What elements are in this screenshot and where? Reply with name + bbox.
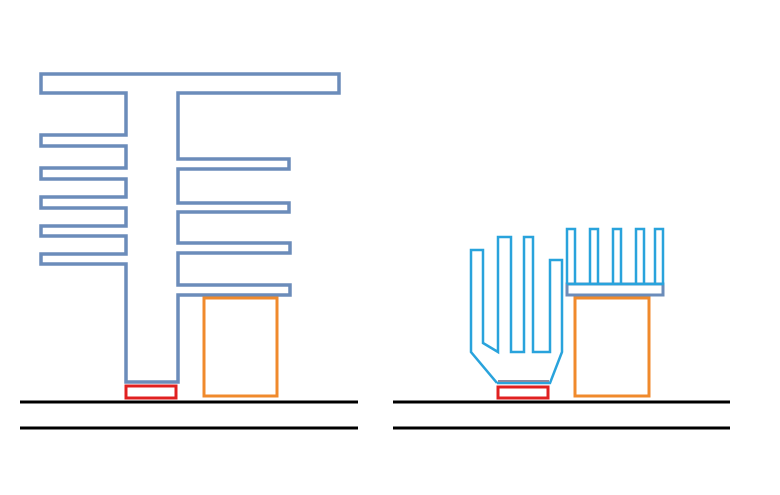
right-fin-heatsink-base: [565, 282, 665, 297]
left-component-box: [202, 296, 279, 398]
left-chip: [124, 384, 178, 400]
right-hand-heatsink: [469, 235, 564, 385]
right-fin-comb: [565, 227, 665, 286]
left-large-heatsink: [39, 72, 341, 384]
right-chip: [496, 385, 550, 400]
right-component-box: [573, 296, 651, 398]
right-scene: [393, 227, 730, 430]
left-scene: [20, 72, 358, 430]
right-fin-heatsink: [565, 227, 665, 297]
